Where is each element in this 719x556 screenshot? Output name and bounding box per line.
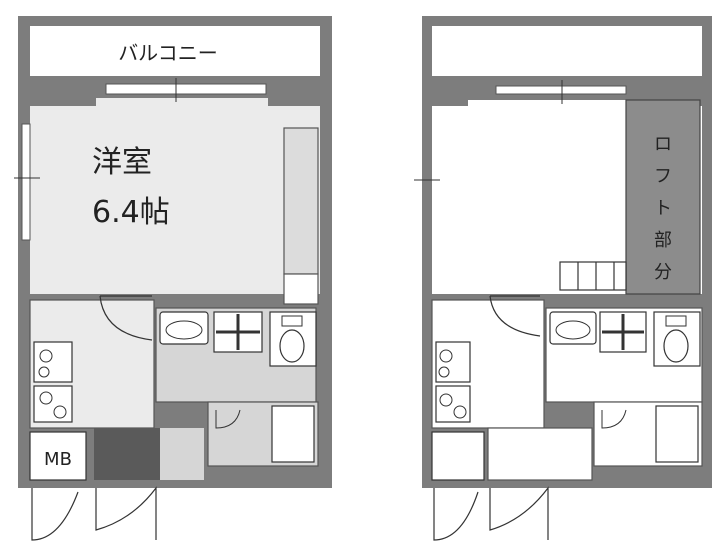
sink-basin [165,320,203,340]
closet-lower [283,273,319,305]
kitchen-fridge [435,341,471,383]
entrance-area [487,427,593,481]
side-window [21,123,31,241]
stove-burner [39,391,53,405]
room-size-label: 6.4帖 [92,195,170,230]
entrance-door [489,486,549,540]
entrance-door [95,486,157,540]
loft-label: 部 [654,230,672,251]
balcony-window [495,85,627,95]
toilet [663,329,689,363]
bathtub [655,405,699,463]
balcony [432,26,702,76]
balcony [30,26,320,76]
sink-basin [555,320,591,340]
floor-plan-main: MB バルコニー 洋室 6.4帖 [14,16,332,541]
wall-post [268,76,324,106]
sink [159,311,209,345]
balcony-label: バルコニー [118,41,218,65]
meter-box [29,431,87,481]
loft-area [625,99,701,295]
bath-door [215,409,241,429]
loft-label: 分 [654,262,672,283]
stove-burner [439,349,453,363]
entrance-door [31,488,79,541]
closet [283,127,319,275]
sink [549,311,597,345]
balcony-window [105,83,267,95]
bathtub [271,405,315,463]
toilet-room [269,311,317,367]
stove-burner [439,393,453,407]
toilet-room [653,311,701,367]
room-label: 洋室 [92,145,152,180]
floor-plan-loft: ロ フ ト 部 分 [414,16,712,541]
room-door [99,295,153,341]
stove-burner [39,349,53,363]
entrance-dark [94,428,160,480]
stove-burner [38,366,50,378]
meter-box-label: MB [44,449,72,470]
toilet [279,329,305,363]
loft-label: ト [654,198,672,219]
kitchen-fridge [33,341,73,383]
kitchen-stove [33,385,73,423]
wall-post [428,76,468,106]
meter-box [431,431,485,481]
toilet-tank [665,315,687,327]
loft-label: ロ [654,134,672,155]
stove-burner [438,366,450,378]
stove-burner [453,405,467,419]
room-western [30,98,320,294]
toilet-tank [281,315,303,327]
loft-label: フ [654,166,672,187]
room-door [489,295,541,337]
bath-door [601,409,627,429]
entrance-light [160,428,204,480]
stove-burner [53,405,67,419]
ladder [559,261,627,291]
entrance-door [433,488,479,541]
wall-post [26,76,96,106]
